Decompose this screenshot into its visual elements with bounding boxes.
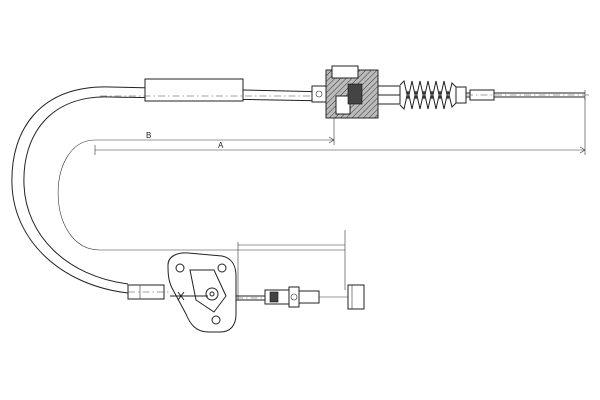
dimension-a: A bbox=[94, 98, 586, 155]
lower-ferrule bbox=[127, 284, 170, 300]
mounting-bracket bbox=[167, 252, 237, 333]
lower-end-fitting bbox=[264, 284, 365, 310]
dimension-b: B bbox=[95, 118, 335, 145]
cable-sheath bbox=[11, 86, 331, 294]
protective-sleeve bbox=[144, 78, 244, 102]
upper-end-fitting bbox=[311, 65, 401, 119]
dimension-a-label: A bbox=[218, 141, 224, 150]
rubber-boot bbox=[399, 80, 467, 110]
dimension-b-label: B bbox=[146, 131, 151, 140]
inner-wire-upper bbox=[466, 89, 590, 101]
return-loop-line bbox=[57, 139, 345, 251]
